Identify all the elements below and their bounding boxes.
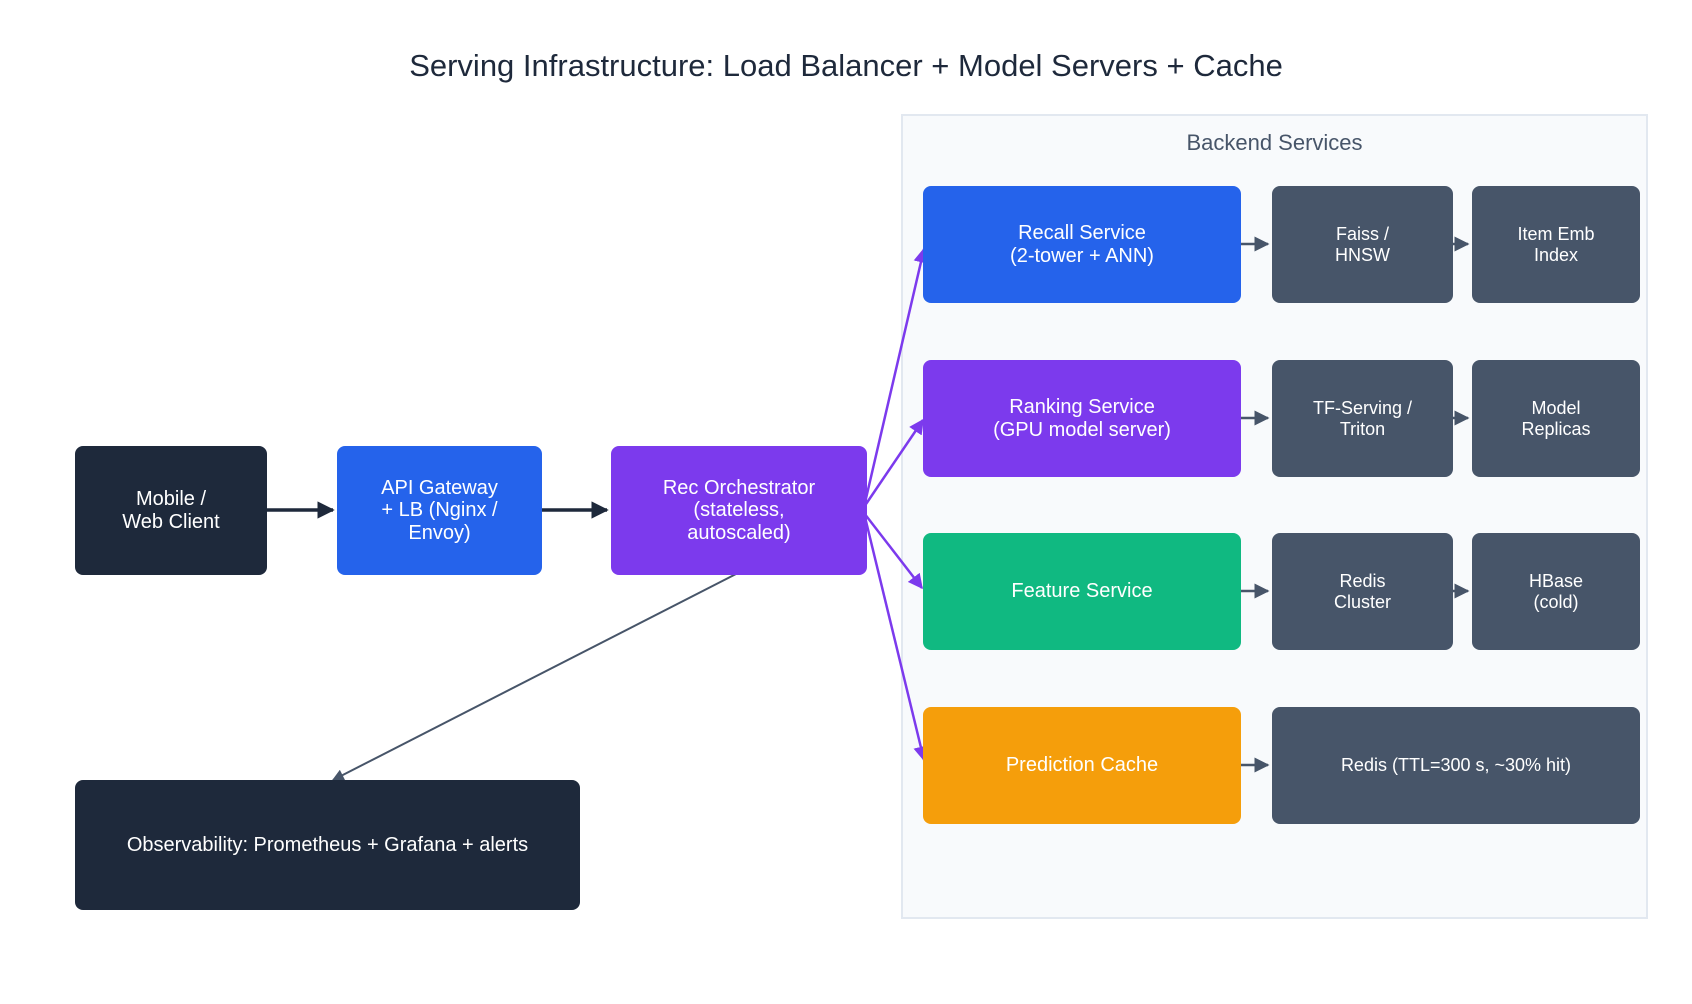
backend-services-label: Backend Services [1186,130,1363,155]
redis-cluster-node: Redis Cluster [1272,533,1453,650]
observability-node: Observability: Prometheus + Grafana + al… [75,780,580,910]
ranking-service-node: Ranking Service (GPU model server) [923,360,1241,477]
api-gateway-node: API Gateway + LB (Nginx / Envoy) [337,446,542,575]
prediction-cache-node: Prediction Cache [923,707,1241,824]
edge-orchestrator-to-observability [331,573,737,781]
recall-service-node: Recall Service (2-tower + ANN) [923,186,1241,303]
hbase-node: HBase (cold) [1472,533,1640,650]
faiss-hnsw-node: Faiss / HNSW [1272,186,1453,303]
diagram-title: Serving Infrastructure: Load Balancer + … [409,48,1283,83]
edge-orchestrator-to-prediction-cache [862,512,929,762]
edge-orchestrator-to-recall [862,247,929,508]
orchestrator-node: Rec Orchestrator (stateless, autoscaled) [611,446,867,575]
redis-ttl-node: Redis (TTL=300 s, ~30% hit) [1272,707,1640,824]
client-node: Mobile / Web Client [75,446,267,575]
item-emb-index-node: Item Emb Index [1472,186,1640,303]
model-replicas-node: Model Replicas [1472,360,1640,477]
tf-serving-node: TF-Serving / Triton [1272,360,1453,477]
feature-service-node: Feature Service [923,533,1241,650]
edge-orchestrator-to-feature [863,512,923,590]
edge-orchestrator-to-ranking [862,418,925,508]
